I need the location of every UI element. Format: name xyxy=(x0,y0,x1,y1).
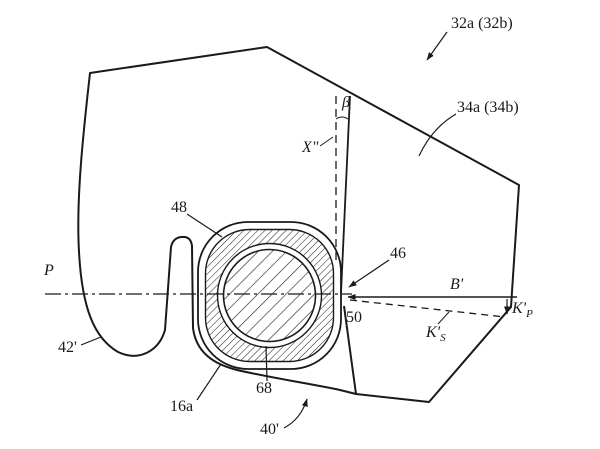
label-40: 40' xyxy=(260,421,279,438)
label-16a: 16a xyxy=(170,398,193,415)
label-kp: K'P xyxy=(511,300,533,320)
leader-46 xyxy=(348,259,390,288)
label-p: P xyxy=(43,262,54,279)
label-32a: 32a (32b) xyxy=(451,15,513,32)
label-ks-main: K' xyxy=(425,324,441,341)
label-ks-sub: S xyxy=(440,332,446,344)
label-b-prime: B' xyxy=(450,276,464,293)
label-kp-sub: P xyxy=(525,308,533,320)
leader-68 xyxy=(265,345,268,382)
label-68: 68 xyxy=(256,380,272,397)
grommet-outer-outline xyxy=(197,221,342,370)
label-ks: K'S xyxy=(425,324,446,344)
beta-angle-arc xyxy=(335,116,349,120)
label-x-axis: X" xyxy=(301,139,319,156)
label-kp-main: K' xyxy=(511,300,527,317)
body-outline-left xyxy=(77,72,357,395)
leader-32a xyxy=(426,31,448,61)
leader-x-axis xyxy=(319,136,334,147)
label-46: 46 xyxy=(390,245,406,262)
jaw-edge-line xyxy=(340,95,351,294)
leader-40 xyxy=(283,398,308,429)
grommet-hatch-band xyxy=(205,229,334,362)
leader-16a xyxy=(196,363,222,401)
leader-34a xyxy=(418,113,457,157)
grommet-bore-outline xyxy=(216,242,323,349)
label-48: 48 xyxy=(171,199,187,216)
line-ks-dashed xyxy=(349,299,506,318)
leader-48 xyxy=(186,213,223,238)
leader-42 xyxy=(80,336,102,346)
label-42: 42' xyxy=(58,339,77,356)
label-beta: β xyxy=(341,94,350,111)
label-50: 50 xyxy=(346,309,362,326)
label-34a: 34a (34b) xyxy=(457,99,519,116)
rod-cross-section xyxy=(222,248,317,343)
leader-ks xyxy=(437,311,450,325)
